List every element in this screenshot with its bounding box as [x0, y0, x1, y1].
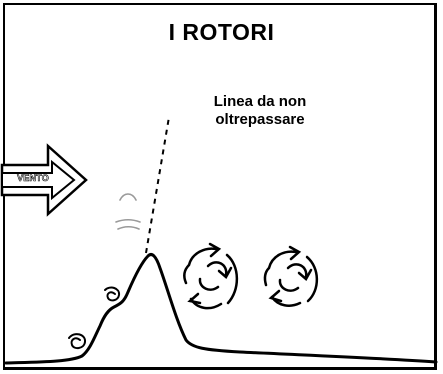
- lenticular-cloud-icon: [115, 193, 141, 230]
- turbulence-curl-icon: [68, 286, 121, 350]
- mountain-profile: [4, 253, 438, 365]
- limit-line-caption: Linea da non: [213, 93, 307, 110]
- wind-arrow-icon: [0, 143, 88, 217]
- rotor-swirl-icon: [183, 242, 239, 310]
- wind-label: VENTO: [17, 173, 49, 184]
- rotor-swirl-icon: [263, 245, 319, 307]
- limit-dashed-line: [145, 116, 170, 254]
- limit-line-caption-2: oltrepassare: [215, 111, 305, 128]
- diagram-title: I ROTORI: [168, 19, 275, 45]
